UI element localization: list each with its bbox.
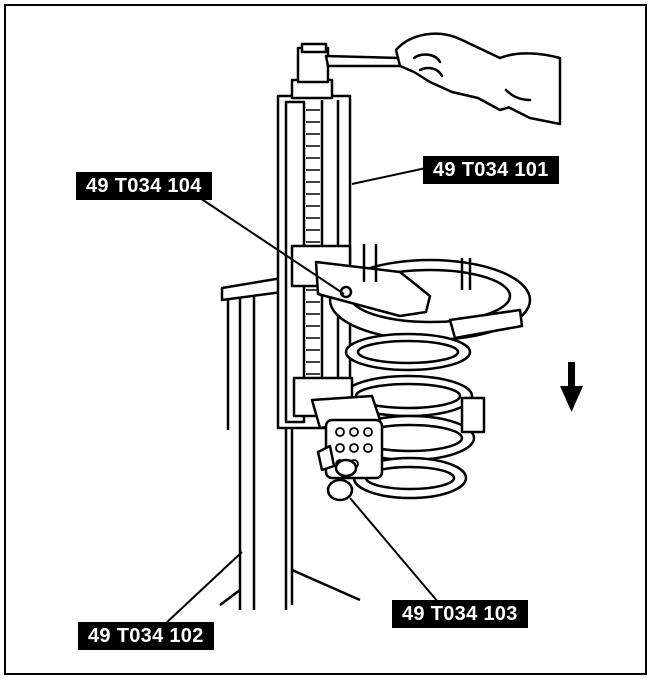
callout-stand: 49 T034 102 — [78, 622, 214, 650]
compressor-column — [276, 42, 352, 430]
callout-spring-compressor-body: 49 T034 101 — [423, 156, 559, 184]
callout-lower-bracket: 49 T034 103 — [392, 600, 528, 628]
frame-border — [4, 4, 647, 675]
lower-bracket — [292, 376, 486, 502]
wrench-and-hand — [324, 32, 562, 126]
arrow-down-icon — [560, 362, 583, 412]
callout-upper-plate: 49 T034 104 — [76, 172, 212, 200]
leader-lines — [164, 167, 439, 625]
